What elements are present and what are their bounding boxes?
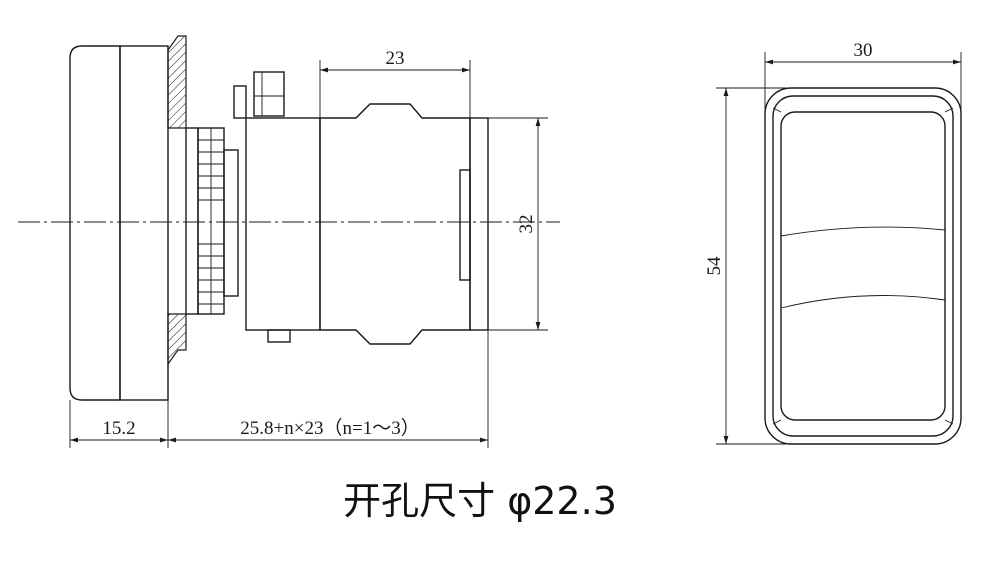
front-button-face [780, 111, 946, 421]
dim-module-height: 32 [516, 215, 537, 234]
dim-front-height: 54 [704, 256, 725, 276]
panel-lower [167, 313, 187, 366]
adapter-body [245, 117, 321, 331]
button-cap [69, 45, 121, 401]
dim-front-width: 30 [854, 40, 873, 61]
end-plate [469, 117, 489, 331]
front-inner-bezel [772, 95, 954, 437]
face-curve-lower [780, 295, 946, 309]
lower-clip [267, 329, 291, 343]
cutout-caption: 开孔尺寸 φ22.3 [343, 479, 617, 523]
front-view: 30 54 [704, 40, 962, 445]
dim-head-depth: 15.2 [102, 418, 135, 439]
dim-module-width: 23 [386, 48, 405, 69]
latch-block [253, 71, 285, 117]
contact-module [319, 103, 471, 345]
module-slot [459, 169, 471, 281]
nut-teeth [198, 128, 224, 314]
button-bezel [119, 45, 169, 401]
body-neck [223, 149, 239, 297]
panel-upper [167, 35, 187, 129]
nut-flange [185, 127, 199, 315]
face-curve-upper [780, 226, 946, 237]
latch-arm [233, 85, 247, 119]
dim-body-length: 25.8+n×23（n=1～3） [240, 417, 419, 439]
side-view: 23 32 15.2 25.8+n×23（n=1～3） [18, 35, 560, 448]
front-outer-bezel [764, 87, 962, 445]
